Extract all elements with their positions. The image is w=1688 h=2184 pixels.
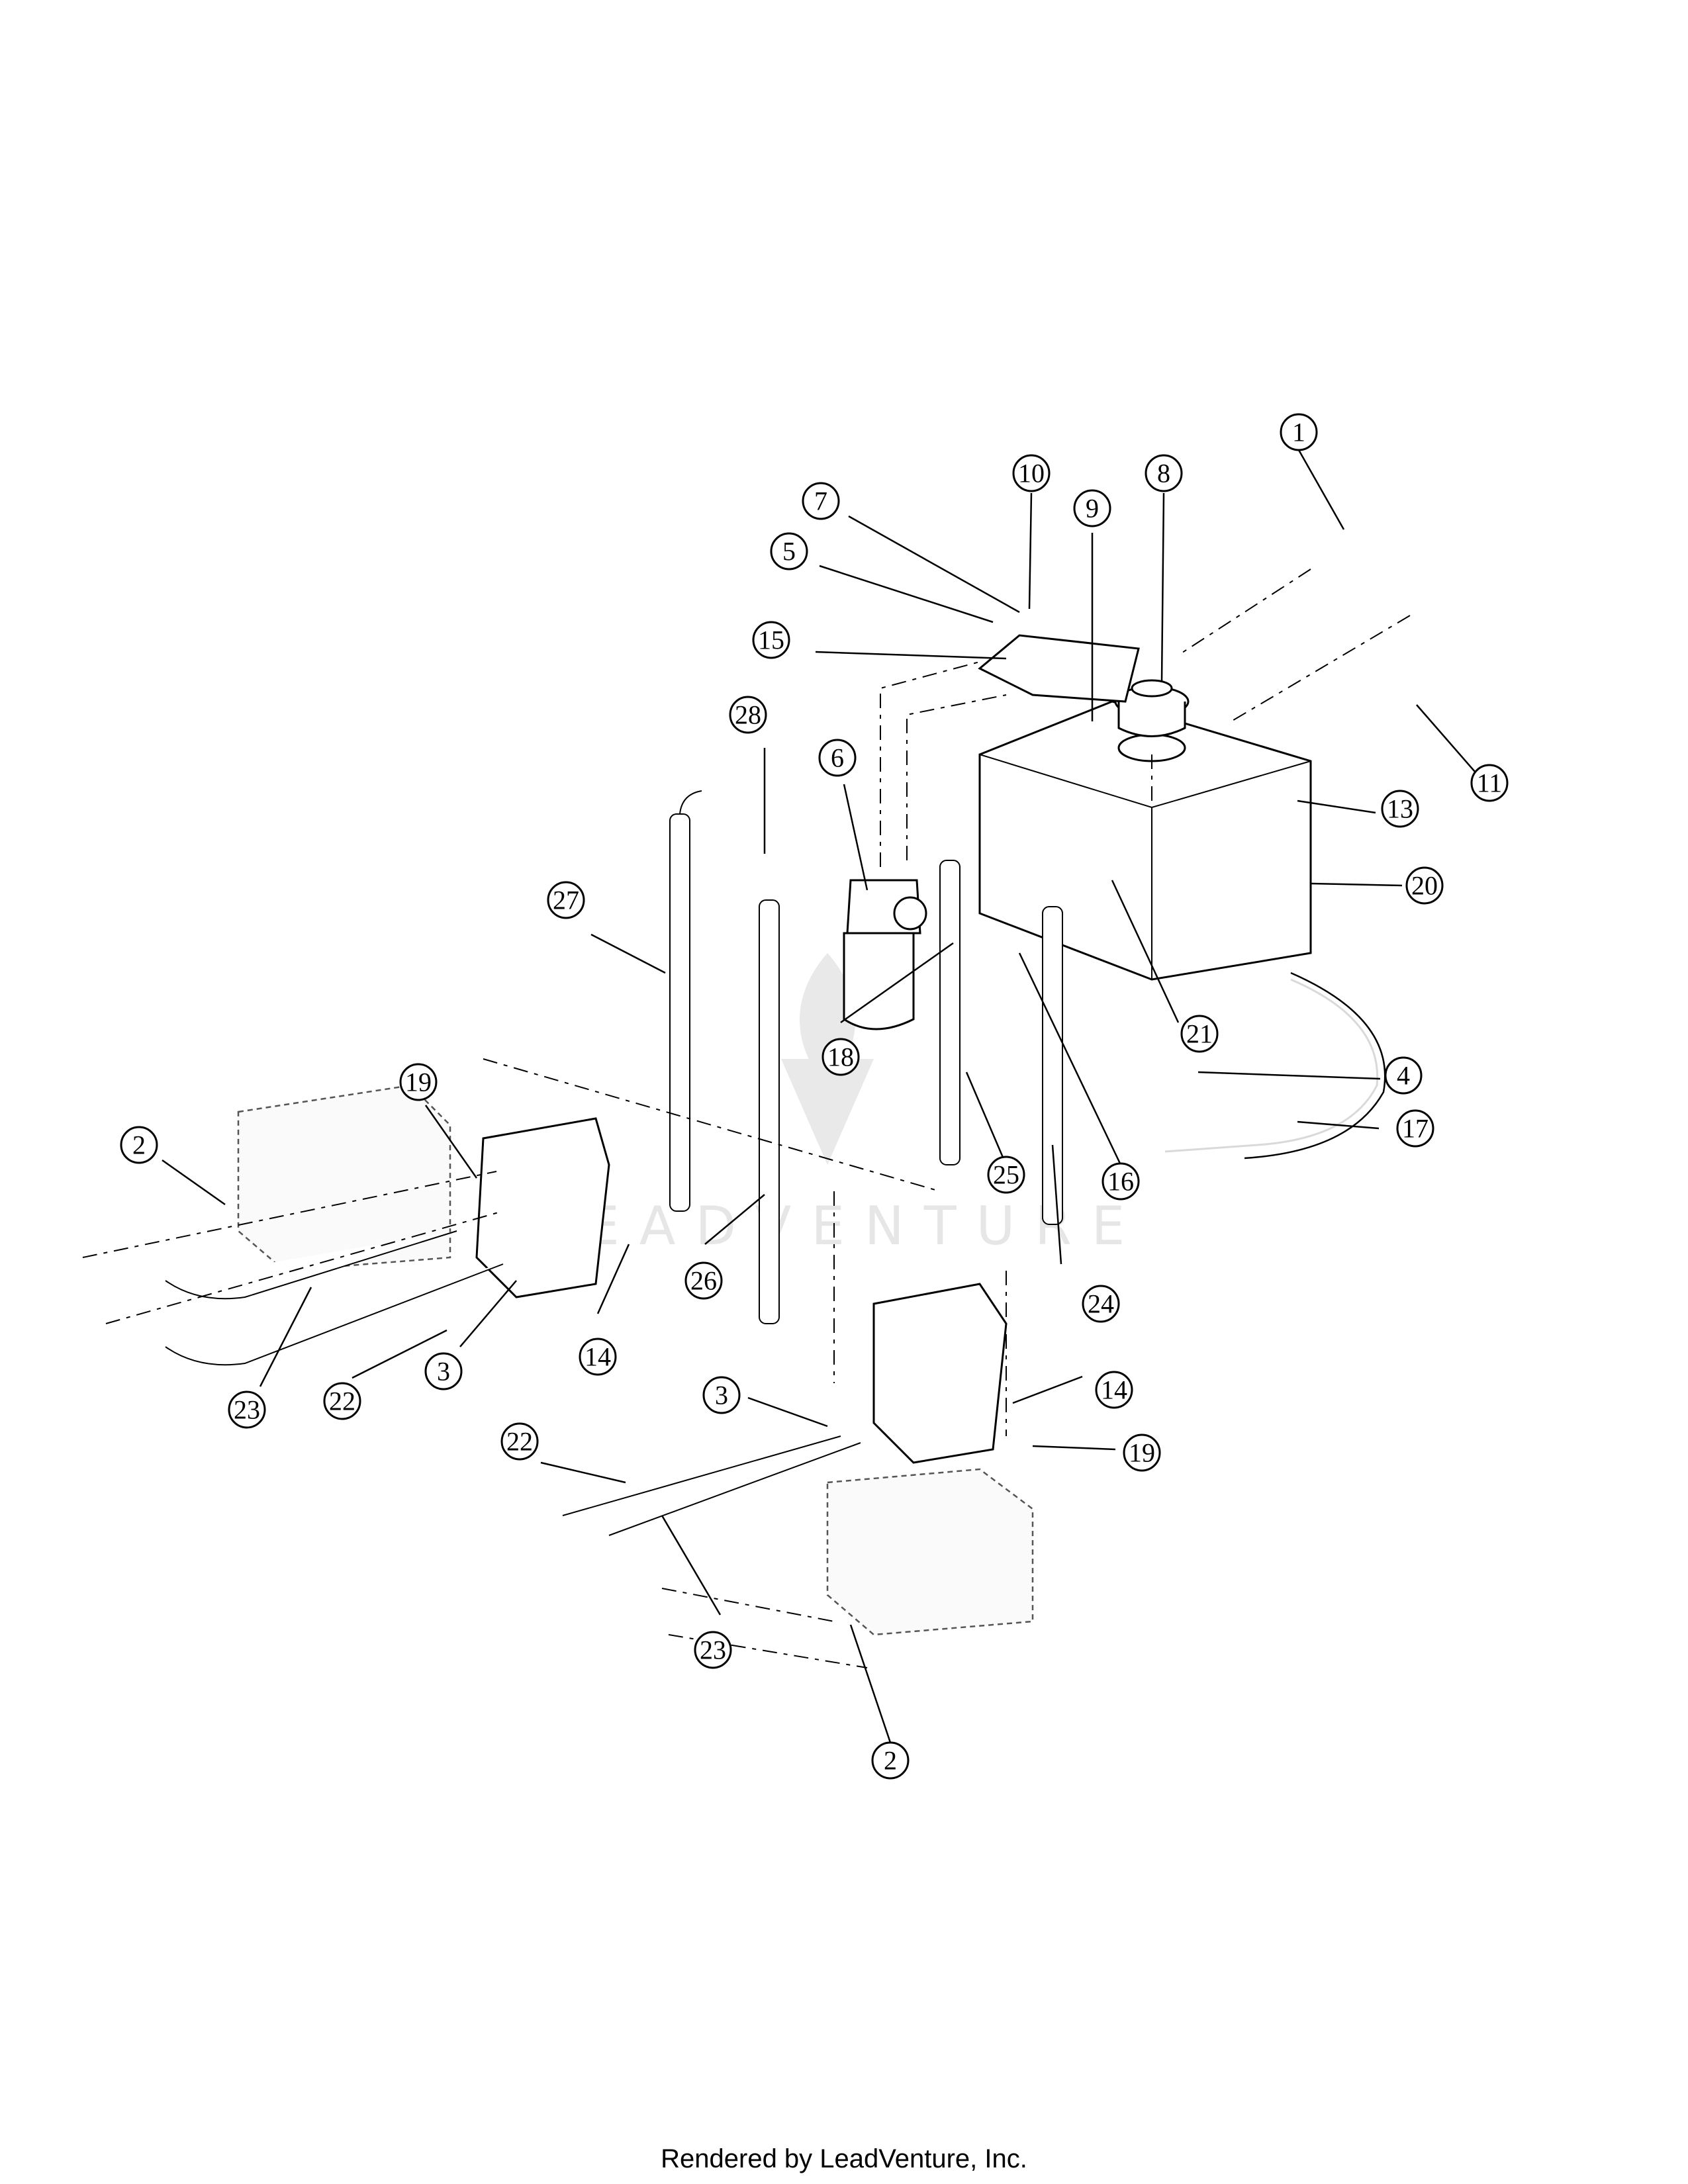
callout-25: 25 <box>987 1156 1025 1194</box>
svg-text:25: 25 <box>993 1160 1019 1190</box>
svg-text:2: 2 <box>132 1130 146 1160</box>
svg-text:17: 17 <box>1402 1114 1429 1144</box>
hose-25 <box>939 860 961 1165</box>
svg-text:21: 21 <box>1186 1019 1213 1049</box>
callout-6: 6 <box>818 739 857 777</box>
svg-text:22: 22 <box>506 1427 533 1457</box>
pump-hoses-right <box>562 1435 861 1536</box>
callout-19-left: 19 <box>399 1063 438 1101</box>
callout-26: 26 <box>684 1261 723 1300</box>
right-pump <box>826 1283 1034 1636</box>
callout-13: 13 <box>1381 790 1419 828</box>
oil-filter <box>843 879 927 1030</box>
svg-text:8: 8 <box>1157 459 1170 488</box>
svg-text:15: 15 <box>758 625 784 655</box>
callout-28: 28 <box>729 696 767 734</box>
callout-11: 11 <box>1470 764 1509 802</box>
svg-text:14: 14 <box>585 1342 611 1372</box>
callout-3-left: 3 <box>424 1352 463 1390</box>
svg-text:14: 14 <box>1101 1375 1127 1405</box>
callout-24: 24 <box>1082 1285 1120 1323</box>
callout-10: 10 <box>1012 454 1051 492</box>
callout-9: 9 <box>1073 489 1111 527</box>
hose-27 <box>669 790 702 1212</box>
callout-3-right: 3 <box>702 1376 741 1414</box>
svg-text:9: 9 <box>1086 494 1099 523</box>
callout-5: 5 <box>770 532 808 570</box>
svg-text:1: 1 <box>1292 418 1305 447</box>
svg-text:3: 3 <box>437 1357 450 1387</box>
callout-23-left: 23 <box>228 1390 266 1429</box>
callout-8: 8 <box>1145 454 1183 492</box>
svg-text:7: 7 <box>814 486 827 516</box>
callout-20: 20 <box>1405 866 1444 905</box>
svg-text:19: 19 <box>1129 1438 1155 1468</box>
callout-14-left: 14 <box>579 1338 617 1376</box>
hose-24 <box>1042 906 1063 1225</box>
svg-text:26: 26 <box>690 1266 717 1296</box>
callout-19-right: 19 <box>1123 1433 1161 1472</box>
callout-2-right: 2 <box>871 1741 910 1780</box>
svg-text:2: 2 <box>884 1746 897 1776</box>
svg-text:22: 22 <box>329 1387 355 1416</box>
callout-17: 17 <box>1396 1109 1434 1148</box>
callout-14-right: 14 <box>1095 1371 1133 1409</box>
callout-1: 1 <box>1280 413 1318 451</box>
callout-15: 15 <box>752 621 790 659</box>
svg-text:4: 4 <box>1397 1061 1410 1091</box>
callout-4: 4 <box>1384 1056 1423 1095</box>
svg-text:24: 24 <box>1088 1289 1114 1319</box>
svg-text:20: 20 <box>1411 871 1438 901</box>
callout-23-right: 23 <box>694 1631 732 1669</box>
footer-credit: Rendered by LeadVenture, Inc. <box>661 2144 1027 2173</box>
svg-text:10: 10 <box>1018 459 1045 488</box>
callout-22-left: 22 <box>323 1382 361 1420</box>
svg-text:18: 18 <box>827 1042 854 1072</box>
svg-text:27: 27 <box>553 886 579 915</box>
watermark-text: LEADVENTURE <box>537 1195 1145 1257</box>
hose-26 <box>759 899 780 1324</box>
callout-2-left: 2 <box>120 1126 158 1164</box>
svg-text:16: 16 <box>1107 1167 1134 1197</box>
hydraulic-tank <box>978 700 1312 981</box>
leader-lines <box>162 449 1498 1743</box>
pump-hoses-left <box>165 1230 504 1366</box>
left-pump <box>237 1084 610 1298</box>
filter-mount-bracket <box>978 634 1140 703</box>
svg-text:6: 6 <box>831 743 844 773</box>
callout-21: 21 <box>1180 1015 1219 1053</box>
filler-cap <box>1114 679 1190 737</box>
svg-text:28: 28 <box>735 700 761 730</box>
svg-text:19: 19 <box>405 1068 432 1097</box>
reservoir-hose-17 <box>1164 978 1379 1153</box>
svg-text:3: 3 <box>715 1381 728 1410</box>
callout-7: 7 <box>802 482 840 520</box>
callout-22-right: 22 <box>500 1422 539 1461</box>
svg-text:23: 23 <box>234 1395 260 1425</box>
svg-text:23: 23 <box>700 1635 726 1665</box>
callout-16: 16 <box>1102 1162 1140 1201</box>
svg-text:13: 13 <box>1387 794 1413 824</box>
svg-text:5: 5 <box>782 537 796 567</box>
callout-18: 18 <box>821 1038 860 1076</box>
svg-text:11: 11 <box>1477 768 1503 798</box>
callout-27: 27 <box>547 881 585 919</box>
